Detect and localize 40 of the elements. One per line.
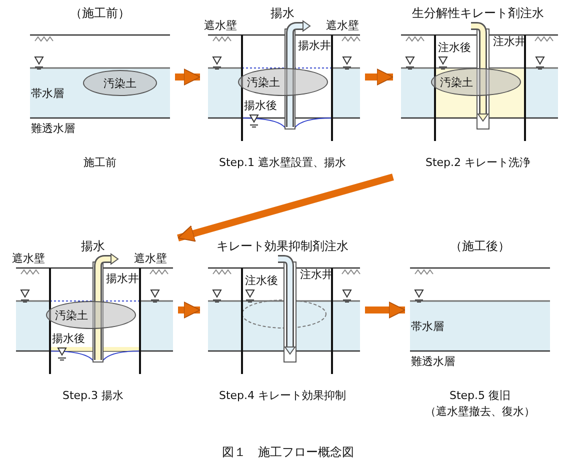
contaminated-soil-ellipse bbox=[238, 68, 328, 96]
annotation-label: 揚水井 bbox=[298, 39, 331, 52]
soil-label: 汚染土 bbox=[440, 74, 473, 90]
step-title: 生分解性キレート剤注水 bbox=[412, 5, 544, 21]
annotation-label: 注水後 bbox=[245, 274, 278, 287]
soil-label: 汚染土 bbox=[247, 74, 280, 90]
annotation-label: 難透水層 bbox=[31, 122, 75, 135]
annotation-label: 揚水後 bbox=[52, 332, 85, 345]
step-caption: Step.3 揚水 bbox=[62, 388, 124, 404]
step-caption: （遮水壁撤去、復水） bbox=[425, 404, 535, 420]
annotation-label: 揚水後 bbox=[244, 99, 277, 112]
arrow bbox=[177, 174, 394, 242]
soil-label: 汚染土 bbox=[55, 308, 88, 322]
step-title: キレート効果抑制剤注水 bbox=[216, 238, 348, 254]
annotation-label: 帯水層 bbox=[31, 87, 64, 100]
annotation-label: 難透水層 bbox=[411, 355, 455, 368]
contaminated-soil-ellipse bbox=[431, 68, 521, 96]
annotation-label: 遮水壁 bbox=[204, 19, 237, 32]
soil-label: 汚染土 bbox=[104, 76, 136, 90]
arrow bbox=[175, 68, 200, 86]
step-caption: Step.4 キレート効果抑制 bbox=[218, 388, 346, 404]
step-caption: Step.2 キレート洗浄 bbox=[425, 155, 531, 171]
arrow bbox=[178, 302, 200, 318]
step-title: 揚水 bbox=[270, 5, 294, 21]
step-title: （施工後） bbox=[450, 238, 510, 254]
step-title: （施工前） bbox=[70, 5, 130, 21]
annotation-label: 揚水井 bbox=[106, 272, 139, 285]
annotation-label: 遮水壁 bbox=[12, 252, 45, 265]
annotation-label: 遮水壁 bbox=[134, 252, 167, 265]
arrow bbox=[365, 68, 394, 86]
step-caption: Step.1 遮水壁設置、揚水 bbox=[218, 155, 346, 171]
step-caption: 施工前 bbox=[84, 155, 116, 171]
annotation-label: 帯水層 bbox=[411, 320, 444, 333]
contaminated-soil-ellipse bbox=[46, 301, 136, 329]
arrow bbox=[365, 302, 406, 318]
step-caption: Step.5 復旧 bbox=[449, 388, 511, 404]
step-title: 揚水 bbox=[81, 238, 105, 254]
annotation-label: 遮水壁 bbox=[326, 19, 359, 32]
annotation-label: 注水後 bbox=[438, 41, 471, 54]
figure-caption: 図１ 施工フロー概念図 bbox=[222, 444, 354, 461]
